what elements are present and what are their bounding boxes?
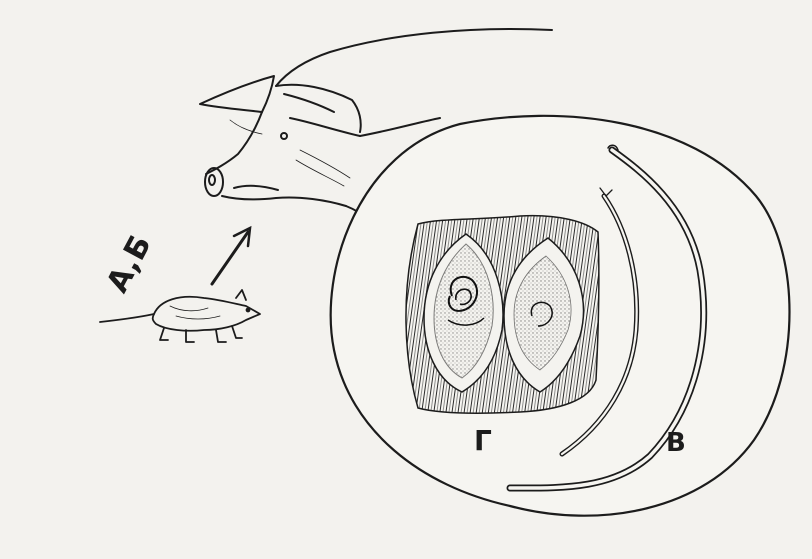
label-muscle-g: Г <box>474 424 492 457</box>
arrow-up-right-icon <box>212 228 250 284</box>
rat-drawing <box>100 290 260 342</box>
label-worms-v: В <box>666 428 686 458</box>
muscle-cysts <box>406 216 599 414</box>
